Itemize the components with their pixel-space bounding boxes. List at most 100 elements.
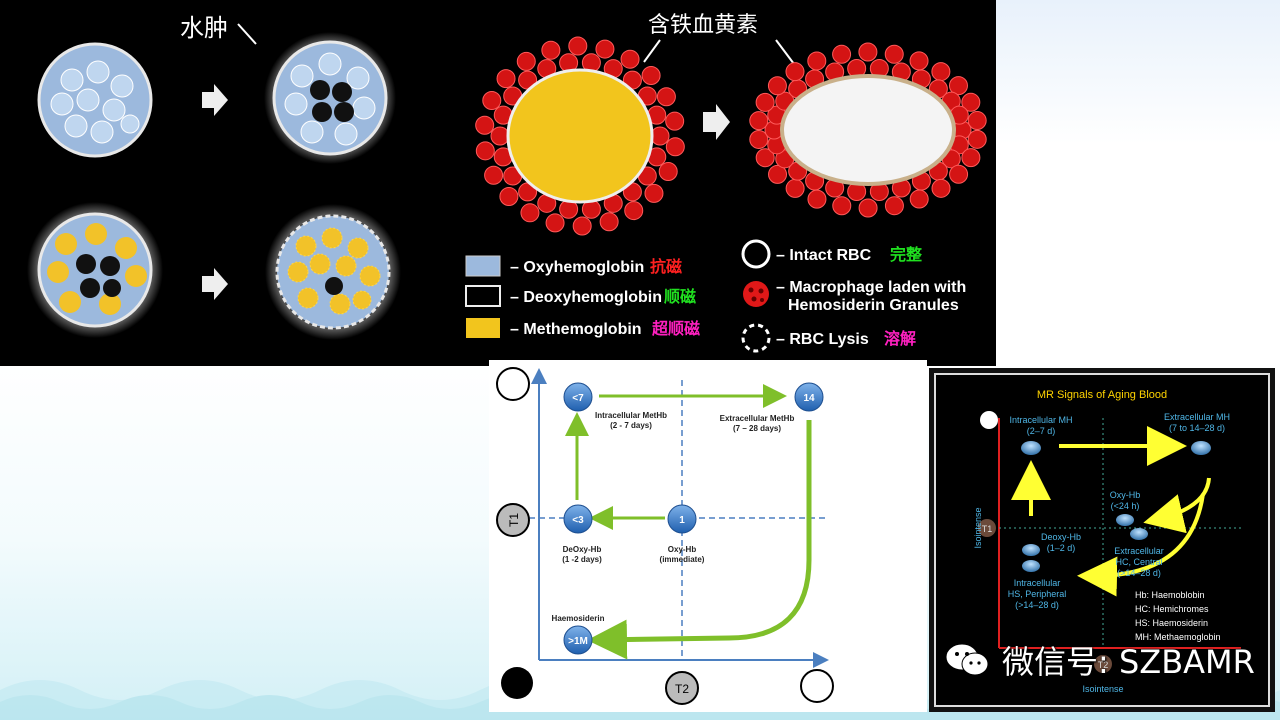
- key-hb: Hb: Haemoblobin: [1135, 590, 1205, 600]
- label-extra-mh: Extracellular MH: [1164, 412, 1230, 422]
- legend-met: – Methemoglobin: [510, 321, 642, 338]
- macrophage-ring-right: [749, 42, 987, 218]
- granule: [909, 189, 929, 209]
- intra-mh-dome: [1021, 441, 1041, 455]
- t2-circle: [1094, 655, 1112, 673]
- hc-dome: [1130, 528, 1148, 540]
- macrophage-ring-left: [475, 36, 685, 236]
- granule: [665, 137, 685, 157]
- granule: [656, 87, 676, 107]
- cell-methemoglobin-intra: [27, 202, 163, 338]
- granule: [755, 92, 775, 112]
- hemosiderin-label: 含铁血黄素: [648, 13, 758, 38]
- granule: [884, 196, 904, 216]
- bright-signal-icon: [496, 367, 530, 401]
- label-intra-mh: Intracellular MH: [1009, 415, 1072, 425]
- cell-methemoglobin-extra: [265, 204, 401, 340]
- arrow-to-hs: [1077, 493, 1205, 597]
- legend-intact: – Intact RBC: [776, 247, 872, 264]
- granule: [496, 69, 516, 89]
- granule: [599, 212, 619, 232]
- node-lt7-title: Intracellular MetHb: [595, 411, 667, 420]
- t1-axis-label: T1: [982, 524, 993, 534]
- bright-signal-icon: [800, 669, 834, 703]
- cell-oxyhemoglobin: [37, 42, 153, 158]
- chart-title: MR Signals of Aging Blood: [1037, 389, 1167, 401]
- granule: [832, 196, 852, 216]
- t1-t2-evolution-chart: T1 T2 <7 Intracellular MetHb (2 - 7 days…: [489, 360, 927, 712]
- rbc-lysis-icon: [741, 323, 771, 353]
- granule: [520, 203, 540, 223]
- node-gt1m: >1M: [563, 625, 593, 655]
- granule: [807, 189, 827, 209]
- hs-dome: [1022, 560, 1040, 572]
- granule: [749, 111, 769, 131]
- granule: [545, 213, 565, 233]
- t2-circle: [665, 671, 699, 705]
- granule: [858, 42, 878, 62]
- granule: [624, 201, 644, 221]
- arrow-14-to-1m: [587, 420, 812, 660]
- node-lt7-sub: (2 - 7 days): [610, 421, 652, 430]
- legend-intact-tag: 完整: [890, 245, 922, 264]
- granule: [595, 39, 615, 59]
- watermark: 微信号: SZBAMR: [944, 640, 1255, 681]
- granule: [650, 126, 670, 146]
- legend-deoxy: – Deoxyhemoglobin: [510, 289, 662, 306]
- y-axis-isointense: Isointense: [973, 507, 983, 548]
- granule: [858, 198, 878, 218]
- granule: [832, 44, 852, 64]
- node-14-title: Extracellular MetHb: [720, 414, 795, 423]
- node-14-sub: (7 – 28 days): [733, 424, 781, 433]
- label-intra-hs: Intracellular: [1014, 578, 1061, 588]
- granule: [620, 49, 640, 69]
- pointer-arrow: [643, 39, 661, 63]
- node-lt3-sub: (1 -2 days): [562, 555, 602, 564]
- svg-text:<7: <7: [572, 393, 584, 404]
- granule: [785, 178, 805, 198]
- granule: [516, 51, 536, 71]
- label-extra-hc: Extracellular: [1114, 546, 1164, 556]
- legend-oxy: – Oxyhemoglobin: [510, 259, 644, 276]
- pointer-arrow: [237, 23, 257, 45]
- label-intra-hs-days: (>14–28 d): [1015, 600, 1059, 610]
- edema-label: 水肿: [180, 14, 228, 42]
- arrow-icon: [703, 104, 730, 140]
- svg-text:1: 1: [679, 515, 685, 526]
- node-lt7: <7: [563, 382, 593, 412]
- node-1: 1: [667, 504, 697, 534]
- granule: [948, 76, 968, 96]
- t1-circle: [496, 503, 530, 537]
- label-oxy: Oxy-Hb: [1110, 490, 1141, 500]
- legend-macrophage-line2: Hemosiderin Granules: [788, 297, 959, 314]
- svg-text:14: 14: [803, 393, 815, 404]
- granule: [884, 44, 904, 64]
- deoxy-swatch: [465, 285, 501, 307]
- bright-signal-icon: [980, 411, 998, 429]
- granule: [572, 216, 592, 236]
- granule: [961, 148, 981, 168]
- extra-mh-dome: [1191, 441, 1211, 455]
- t2-axis-label: T2: [675, 682, 689, 696]
- legend-deoxy-tag: 顺磁: [664, 287, 696, 306]
- granule: [644, 183, 664, 203]
- label-deoxy-days: (1–2 d): [1047, 543, 1076, 553]
- node-lt3: <3: [563, 504, 593, 534]
- key-mh: MH: Methaemoglobin: [1135, 632, 1221, 642]
- granule: [658, 162, 678, 182]
- svg-text:<3: <3: [572, 515, 584, 526]
- t2-axis-label: T2: [1098, 660, 1109, 670]
- node-1-sub: (immediate): [660, 555, 705, 564]
- node-14: 14: [794, 382, 824, 412]
- label-extra-mh-days: (7 to 14–28 d): [1169, 423, 1225, 433]
- oxy-dome: [1116, 514, 1134, 526]
- label-intra-mh-days: (2–7 d): [1027, 426, 1056, 436]
- arrow-icon: [202, 84, 228, 116]
- granule: [967, 111, 987, 131]
- granule: [484, 165, 504, 185]
- granule: [785, 62, 805, 82]
- macrophage-icon: [743, 281, 769, 307]
- granule: [961, 92, 981, 112]
- x-axis-isointense: Isointense: [1082, 684, 1123, 694]
- granule: [490, 126, 510, 146]
